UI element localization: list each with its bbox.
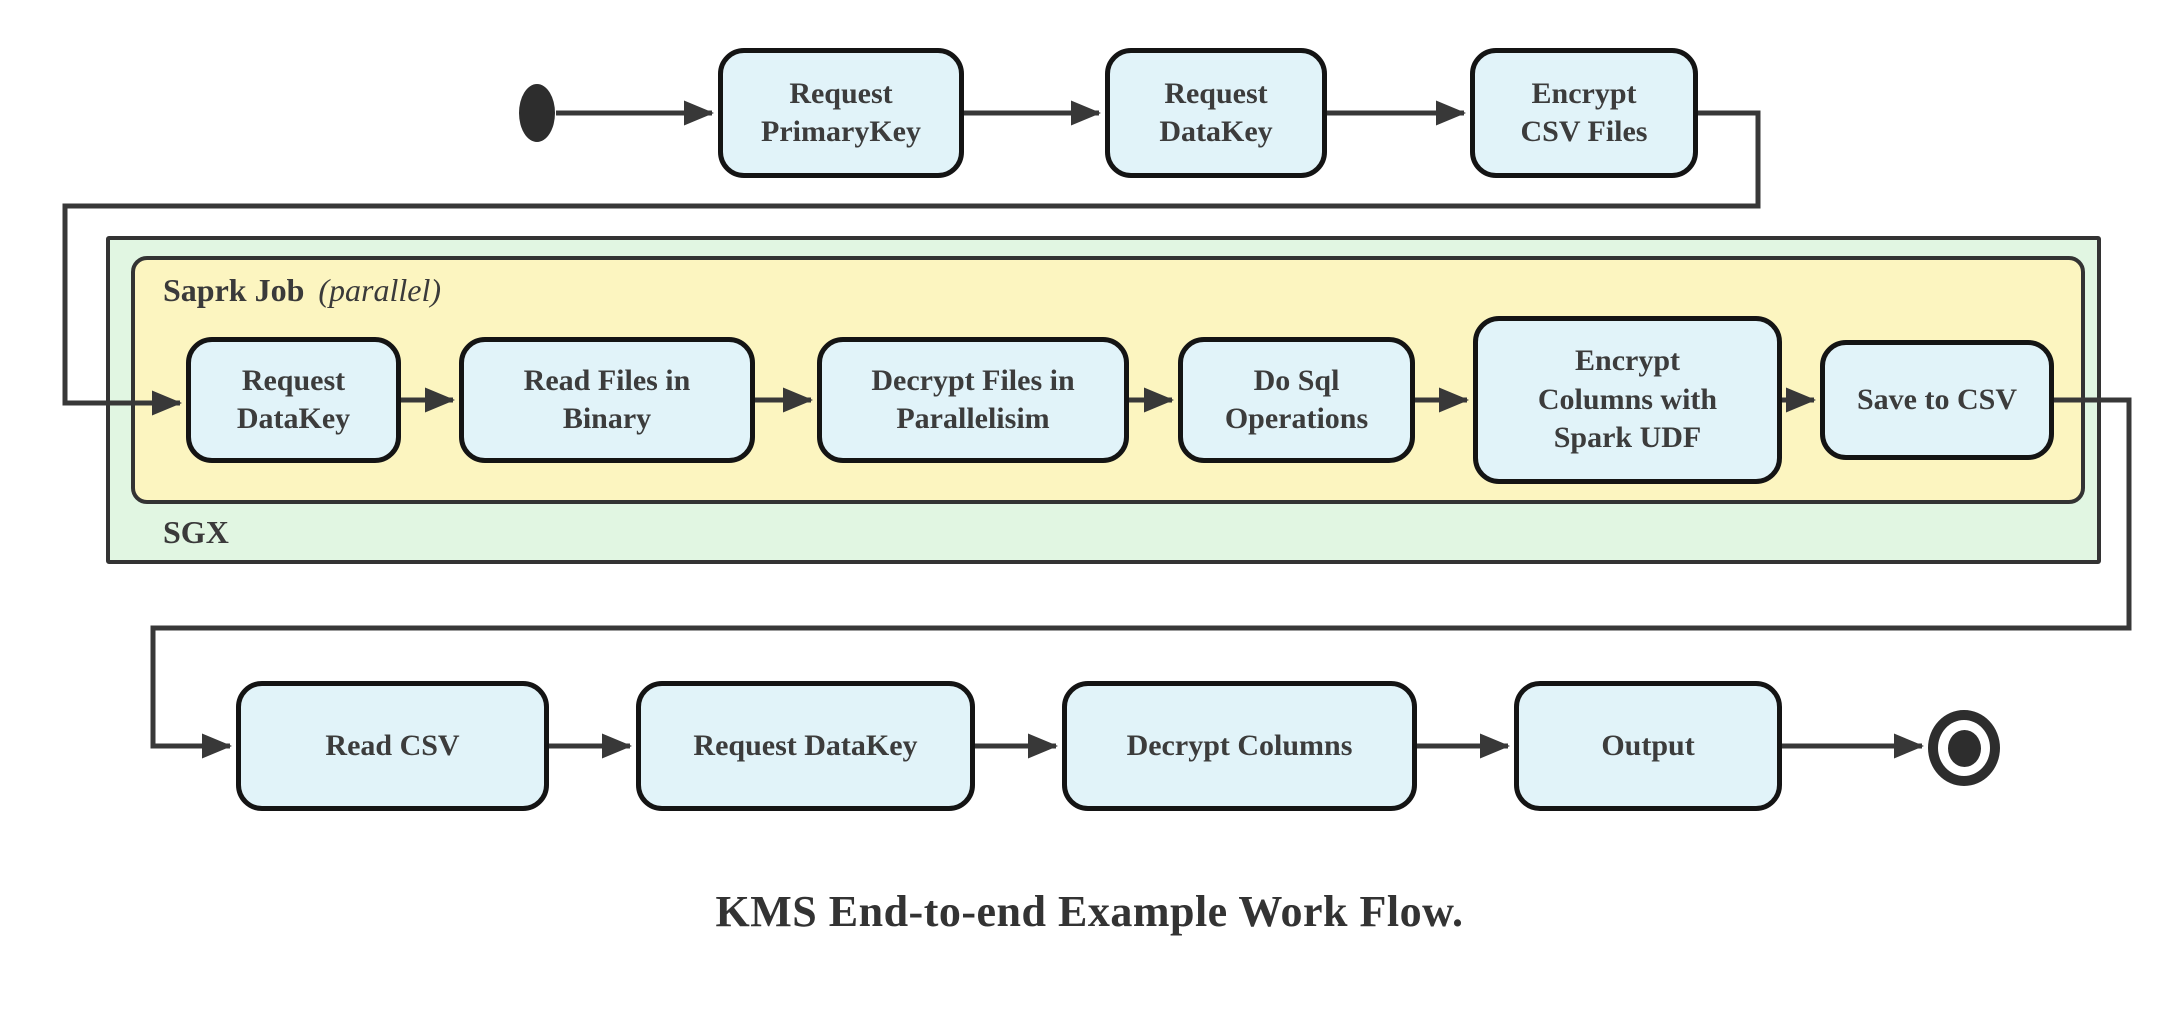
node-read-csv: Read CSV xyxy=(236,681,549,811)
node-encrypt-columns-with-spark-udf: Encrypt Columns with Spark UDF xyxy=(1473,316,1782,484)
node-encrypt-csv-files: Encrypt CSV Files xyxy=(1470,48,1698,178)
start-node-icon xyxy=(519,84,555,142)
diagram-title: KMS End-to-end Example Work Flow. xyxy=(715,887,1464,936)
edge-save-to-csv-to-read-csv xyxy=(150,397,2132,759)
end-node-icon xyxy=(1928,710,2000,786)
node-request-primarykey: Request PrimaryKey xyxy=(718,48,964,178)
node-request-datakey-top: Request DataKey xyxy=(1105,48,1327,178)
node-request-datakey-bottom: Request DataKey xyxy=(636,681,975,811)
node-output: Output xyxy=(1514,681,1782,811)
node-decrypt-files-in-parallelisim: Decrypt Files in Parallelisim xyxy=(817,337,1129,463)
node-save-to-csv: Save to CSV xyxy=(1820,340,2054,460)
node-decrypt-columns: Decrypt Columns xyxy=(1062,681,1417,811)
node-sgx-request-datakey: Request DataKey xyxy=(186,337,401,463)
spark-job-parallel-qualifier: (parallel) xyxy=(318,272,442,308)
edge-encrypt-csv-files-to-sgx-request-datakey xyxy=(62,110,1761,416)
end-node-inner-dot xyxy=(1947,729,1981,767)
spark-job-container-label: Saprk Job (parallel) xyxy=(163,272,441,309)
spark-job-label-text: Saprk Job xyxy=(163,272,305,308)
node-read-files-in-binary: Read Files in Binary xyxy=(459,337,755,463)
sgx-container-label: SGX xyxy=(163,514,229,550)
node-do-sql-operations: Do Sql Operations xyxy=(1178,337,1415,463)
